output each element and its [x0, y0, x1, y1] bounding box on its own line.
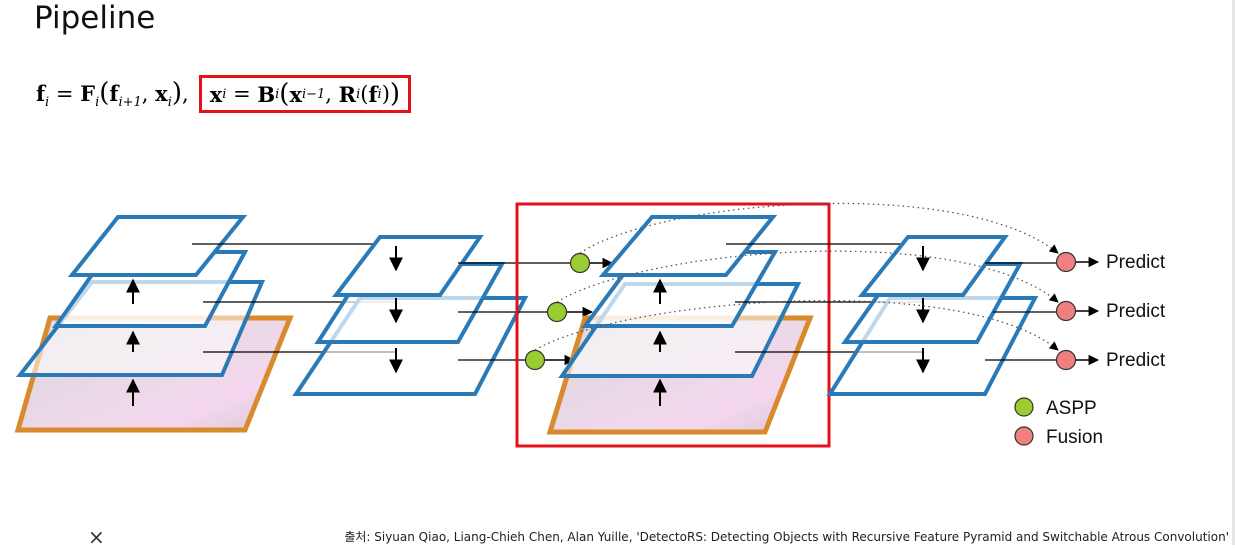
predict-label-2: Predict — [1106, 301, 1166, 322]
predict-label-1: Predict — [1106, 252, 1166, 273]
legend-fusion-label: Fusion — [1046, 427, 1103, 448]
backbone-stage-2 — [546, 215, 814, 435]
page-title: Pipeline — [34, 0, 156, 36]
slide-edge — [1232, 0, 1235, 545]
source-citation: 출처: Siyuan Qiao, Liang-Chieh Chen, Alan … — [344, 530, 1229, 544]
aspp-node-3 — [524, 349, 546, 371]
backbone-stage-1 — [14, 215, 294, 433]
backbone-plane-top — [67, 215, 248, 277]
fpn2-plane-top — [857, 235, 1009, 297]
fpn-plane-top — [331, 235, 484, 297]
legend-fusion-swatch — [1014, 426, 1034, 446]
fusion-node-3 — [1055, 349, 1077, 371]
fusion-nodes — [1055, 251, 1100, 371]
aspp-node-1 — [569, 252, 591, 274]
backbone2-plane-top — [598, 215, 778, 277]
aspp-node-2 — [546, 301, 568, 323]
fpn-stage-2 — [826, 235, 1039, 396]
predict-label-3: Predict — [1106, 350, 1166, 371]
fusion-node-2 — [1055, 300, 1077, 322]
rfp-pipeline-diagram: Predict Predict Predict ASPP Fusion — [14, 202, 1166, 448]
legend-aspp-label: ASPP — [1046, 398, 1097, 419]
predict-labels: Predict Predict Predict — [1106, 252, 1166, 371]
fpn-stage-1 — [292, 235, 529, 396]
fusion-node-1 — [1055, 251, 1077, 273]
legend-aspp-swatch — [1014, 397, 1034, 417]
formula-feature-equation: fi = Fi(fi+1, xi), — [36, 77, 189, 111]
close-icon[interactable]: × — [88, 525, 105, 549]
recursive-stage-highlight — [515, 202, 831, 448]
legend: ASPP Fusion — [1014, 397, 1103, 448]
aspp-nodes — [524, 252, 614, 371]
lateral-connections-4 — [985, 262, 1056, 361]
